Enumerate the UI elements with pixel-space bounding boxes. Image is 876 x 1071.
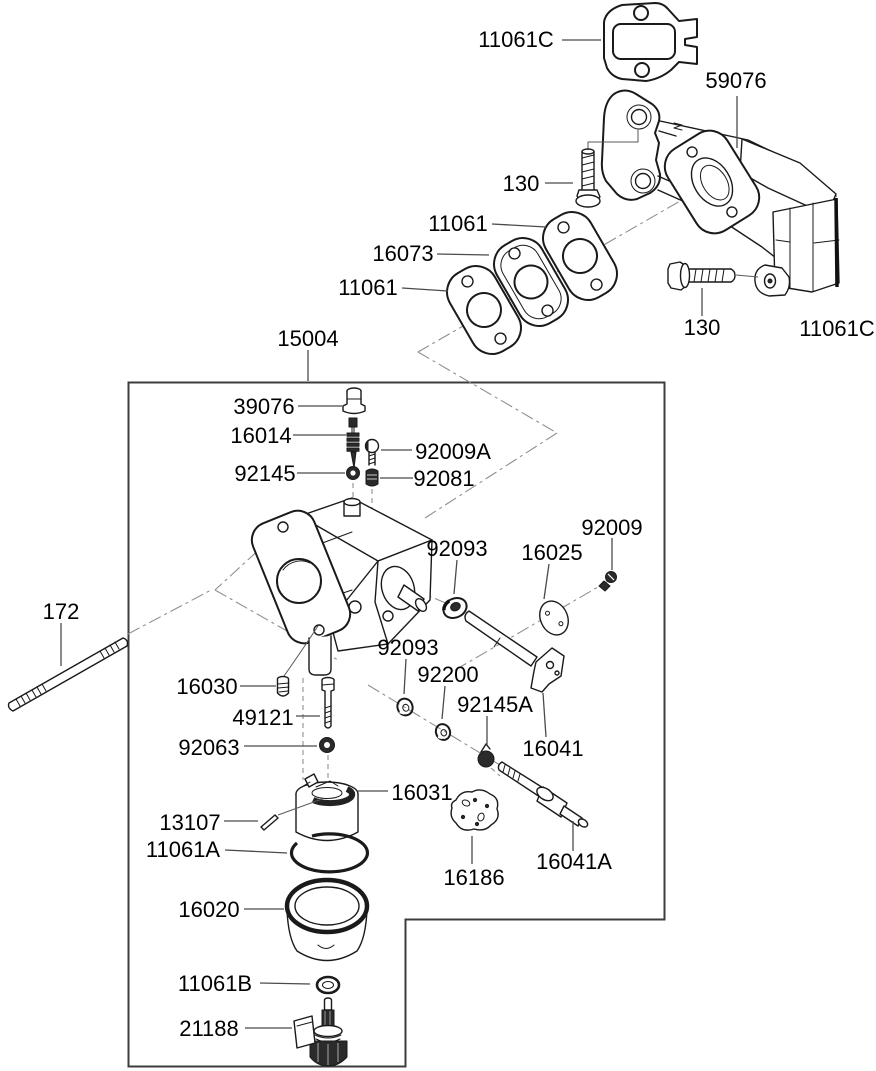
part-label-valve-drain: 21188 [179,1016,239,1041]
part-label-ring: 92145 [234,461,295,486]
part-oring-large-drawing [289,832,370,874]
part-manifold-drawing [600,89,840,297]
part-bowl-drawing [284,877,370,962]
part-label-screw: 92009 [581,515,642,540]
part-screw-pilot-drawing [321,676,335,729]
part-label-throttle-valve: 16025 [521,540,582,565]
part-idle-cap-drawing [342,387,366,415]
part-label-gasket-top: 11061C [478,27,554,52]
part-label-idle-cap: 39076 [233,394,294,419]
part-ring-drawing [346,466,360,480]
part-clip-drawing [477,743,495,768]
part-label-pin: 13107 [159,810,220,835]
part-pin-drawing [260,798,323,831]
leader-lines [60,39,738,1029]
part-label-seal-lower: 92093 [377,635,438,660]
part-rod-drawing [7,637,129,712]
part-label-clip: 92145A [457,692,533,717]
part-gasket-inner-drawing [446,265,522,355]
part-screw-a-drawing [364,438,380,466]
part-label-needle: 16014 [230,423,291,448]
part-label-screw-a: 92009A [415,439,491,464]
part-label-stud: 11061C [799,316,875,341]
part-carburetor-body-drawing [250,497,433,676]
part-label-plug: 92081 [413,466,474,491]
part-label-plug-small: 92063 [178,735,239,760]
part-label-shaft-choke: 16041A [536,849,612,874]
part-label-bolt-side: 130 [684,315,721,340]
part-label-insulator: 16073 [372,241,433,266]
part-label-screw-pilot: 49121 [232,705,293,730]
part-shaft-throttle-drawing [464,610,565,693]
part-valve-drain-drawing [293,997,348,1067]
assembly-box-outline [127,381,666,1068]
part-label-bolt-top: 130 [503,171,540,196]
part-washer-drawing [434,723,452,741]
part-label-rod: 172 [43,599,80,624]
part-label-bowl: 16020 [178,897,239,922]
part-bolt-top-drawing [575,129,639,208]
part-float-drawing [295,773,359,842]
part-label-oring-large: 11061A [146,837,221,862]
part-jet-drawing [276,625,319,697]
part-insulator-drawing [493,237,569,327]
part-bolt-side-drawing [667,261,759,291]
part-seal-upper-drawing [442,596,468,620]
part-plug-drawing [365,468,379,487]
part-label-manifold: 59076 [705,68,766,93]
part-label-float: 16031 [391,780,452,805]
part-stud-drawing [834,197,839,288]
part-labels: 11061C 59076 130 11061 16073 11061 130 1… [43,27,875,1041]
part-screw-drawing [598,571,617,592]
part-shaft-choke-drawing [497,761,589,828]
part-label-carburetor-assembly: 15004 [277,326,338,351]
part-throttle-valve-drawing [539,600,569,636]
part-label-gasket-inner: 11061 [338,275,398,300]
part-label-seal-upper: 92093 [426,536,487,561]
part-label-oring-small: 11061B [178,971,252,996]
part-seal-lower-drawing [396,697,414,717]
part-needle-drawing [346,417,360,469]
part-gasket-plate-drawing [450,789,499,831]
part-gasket-outer-drawing [542,211,618,301]
part-label-shaft-throttle: 16041 [522,736,583,761]
part-label-gasket-outer: 11061 [428,211,488,236]
part-gasket-top-drawing [603,2,698,82]
part-label-washer: 92200 [417,662,478,687]
part-oring-small-drawing [315,975,341,995]
part-plug-small-drawing [319,737,335,753]
part-label-gasket-plate: 16186 [443,865,504,890]
part-label-jet: 16030 [176,674,237,699]
